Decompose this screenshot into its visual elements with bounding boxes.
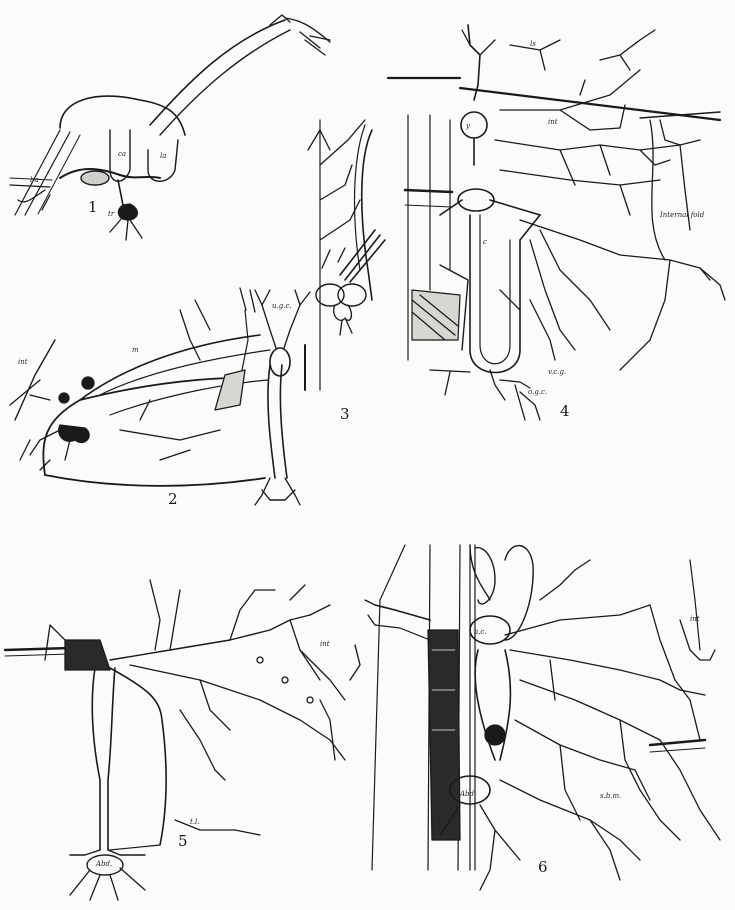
label-internal-fold: Internal fold — [660, 211, 704, 219]
label-ugc: u.g.c. — [272, 302, 292, 310]
label-la: la — [160, 152, 166, 160]
label-tr: tr — [108, 210, 114, 218]
figure-number-4: 4 — [560, 402, 570, 420]
figure-1-drawing — [10, 15, 330, 240]
label-int-fig2: int — [18, 358, 28, 366]
label-abd-fig5: Abd. — [96, 860, 112, 868]
figure-number-5: 5 — [178, 832, 188, 850]
figure-2-drawing — [10, 288, 310, 505]
label-int-fig6: int — [690, 615, 700, 623]
label-ba: ba — [30, 176, 39, 184]
figure-number-1: 1 — [88, 198, 98, 216]
label-ls: ls — [530, 40, 536, 48]
label-ac: a.c. — [474, 628, 487, 636]
label-vcg: v.c.g. — [548, 368, 566, 376]
label-abd-fig6: Abd. — [460, 790, 476, 798]
label-m-fig2: m — [132, 346, 139, 354]
label-ogc: o.g.c. — [528, 388, 547, 396]
label-ca: ca — [118, 150, 126, 158]
figure-6-drawing — [350, 545, 720, 890]
figure-3-drawing — [308, 120, 385, 390]
label-int-fig4: int — [548, 118, 558, 126]
label-sbm: s.b.m. — [600, 792, 621, 800]
figure-number-2: 2 — [168, 490, 178, 508]
label-tl: t.l. — [190, 818, 200, 826]
figure-number-6: 6 — [538, 858, 548, 876]
label-int-fig5: int — [320, 640, 330, 648]
figure-5-drawing — [5, 580, 345, 900]
figure-4-drawing — [388, 25, 725, 420]
label-y: y — [466, 122, 470, 130]
figure-number-3: 3 — [340, 405, 350, 423]
label-c: c — [483, 238, 487, 246]
